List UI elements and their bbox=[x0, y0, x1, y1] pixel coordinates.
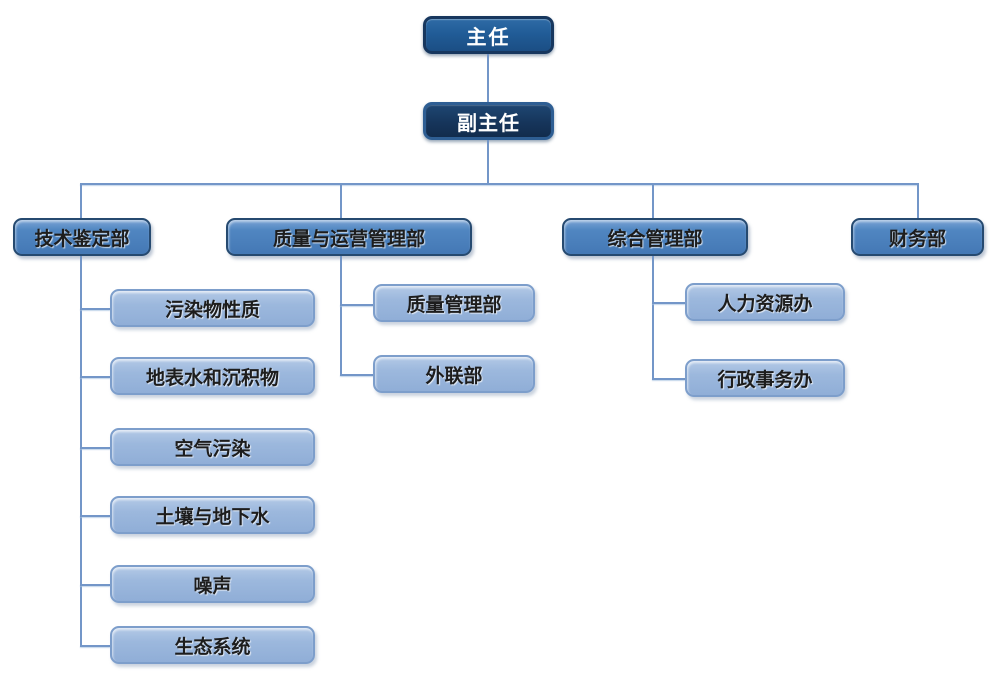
sub-box-noise: 噪声 bbox=[110, 565, 315, 603]
dept-label-quality-operations: 质量与运营管理部 bbox=[272, 228, 425, 250]
sub-box-quality-management: 质量管理部 bbox=[373, 284, 535, 322]
connector-stub-air-pollution bbox=[80, 447, 110, 449]
sub-box-pollutant-properties: 污染物性质 bbox=[110, 289, 315, 327]
dept-label-finance: 财务部 bbox=[888, 228, 946, 250]
connector-director-deputy bbox=[487, 54, 489, 102]
connector-bus-horizontal bbox=[80, 183, 918, 185]
sub-label-human-resources: 人力资源办 bbox=[717, 293, 813, 315]
dept-box-finance: 财务部 bbox=[851, 218, 984, 256]
sub-label-administrative-affairs: 行政事务办 bbox=[717, 369, 813, 391]
sub-box-ecosystem: 生态系统 bbox=[110, 626, 315, 664]
sub-box-human-resources: 人力资源办 bbox=[685, 283, 845, 321]
sub-label-noise: 噪声 bbox=[193, 575, 232, 597]
sub-label-pollutant-properties: 污染物性质 bbox=[164, 299, 260, 321]
sub-label-ecosystem: 生态系统 bbox=[174, 636, 251, 658]
sub-label-external-liaison: 外联部 bbox=[425, 365, 483, 387]
connector-stub-ecosystem bbox=[80, 645, 110, 647]
dept-label-technical-appraisal: 技术鉴定部 bbox=[34, 228, 130, 250]
connector-drop-technical-appraisal bbox=[80, 183, 82, 218]
connector-stub-administrative-affairs bbox=[652, 378, 685, 380]
connector-trunk-general-management bbox=[652, 256, 654, 379]
connector-drop-general-management bbox=[652, 183, 654, 218]
connector-trunk-quality-operations bbox=[340, 256, 342, 375]
dept-box-quality-operations: 质量与运营管理部 bbox=[226, 218, 472, 256]
connector-stub-noise bbox=[80, 584, 110, 586]
sub-label-air-pollution: 空气污染 bbox=[174, 438, 251, 460]
connector-trunk-technical-appraisal bbox=[80, 256, 82, 645]
sub-label-quality-management: 质量管理部 bbox=[406, 294, 502, 316]
sub-box-surface-water-sediment: 地表水和沉积物 bbox=[110, 357, 315, 395]
sub-box-external-liaison: 外联部 bbox=[373, 355, 535, 393]
sub-box-air-pollution: 空气污染 bbox=[110, 428, 315, 466]
deputy-director-label: 副主任 bbox=[457, 112, 520, 135]
dept-box-general-management: 综合管理部 bbox=[562, 218, 748, 256]
connector-drop-quality-operations bbox=[340, 183, 342, 218]
sub-label-surface-water-sediment: 地表水和沉积物 bbox=[145, 367, 279, 389]
director-label: 主任 bbox=[466, 26, 511, 49]
deputy-director-box: 副主任 bbox=[423, 102, 554, 140]
sub-box-soil-groundwater: 土壤与地下水 bbox=[110, 496, 315, 534]
connector-stub-quality-management bbox=[340, 304, 373, 306]
connector-stub-pollutant-properties bbox=[80, 308, 110, 310]
connector-deputy-bus bbox=[487, 140, 489, 183]
director-box: 主任 bbox=[423, 16, 554, 54]
dept-box-technical-appraisal: 技术鉴定部 bbox=[13, 218, 151, 256]
dept-label-general-management: 综合管理部 bbox=[607, 228, 703, 250]
sub-label-soil-groundwater: 土壤与地下水 bbox=[155, 506, 270, 528]
connector-stub-surface-water-sediment bbox=[80, 376, 110, 378]
connector-stub-external-liaison bbox=[340, 374, 373, 376]
sub-box-administrative-affairs: 行政事务办 bbox=[685, 359, 845, 397]
connector-stub-human-resources bbox=[652, 302, 685, 304]
connector-stub-soil-groundwater bbox=[80, 515, 110, 517]
connector-drop-finance bbox=[917, 183, 919, 218]
